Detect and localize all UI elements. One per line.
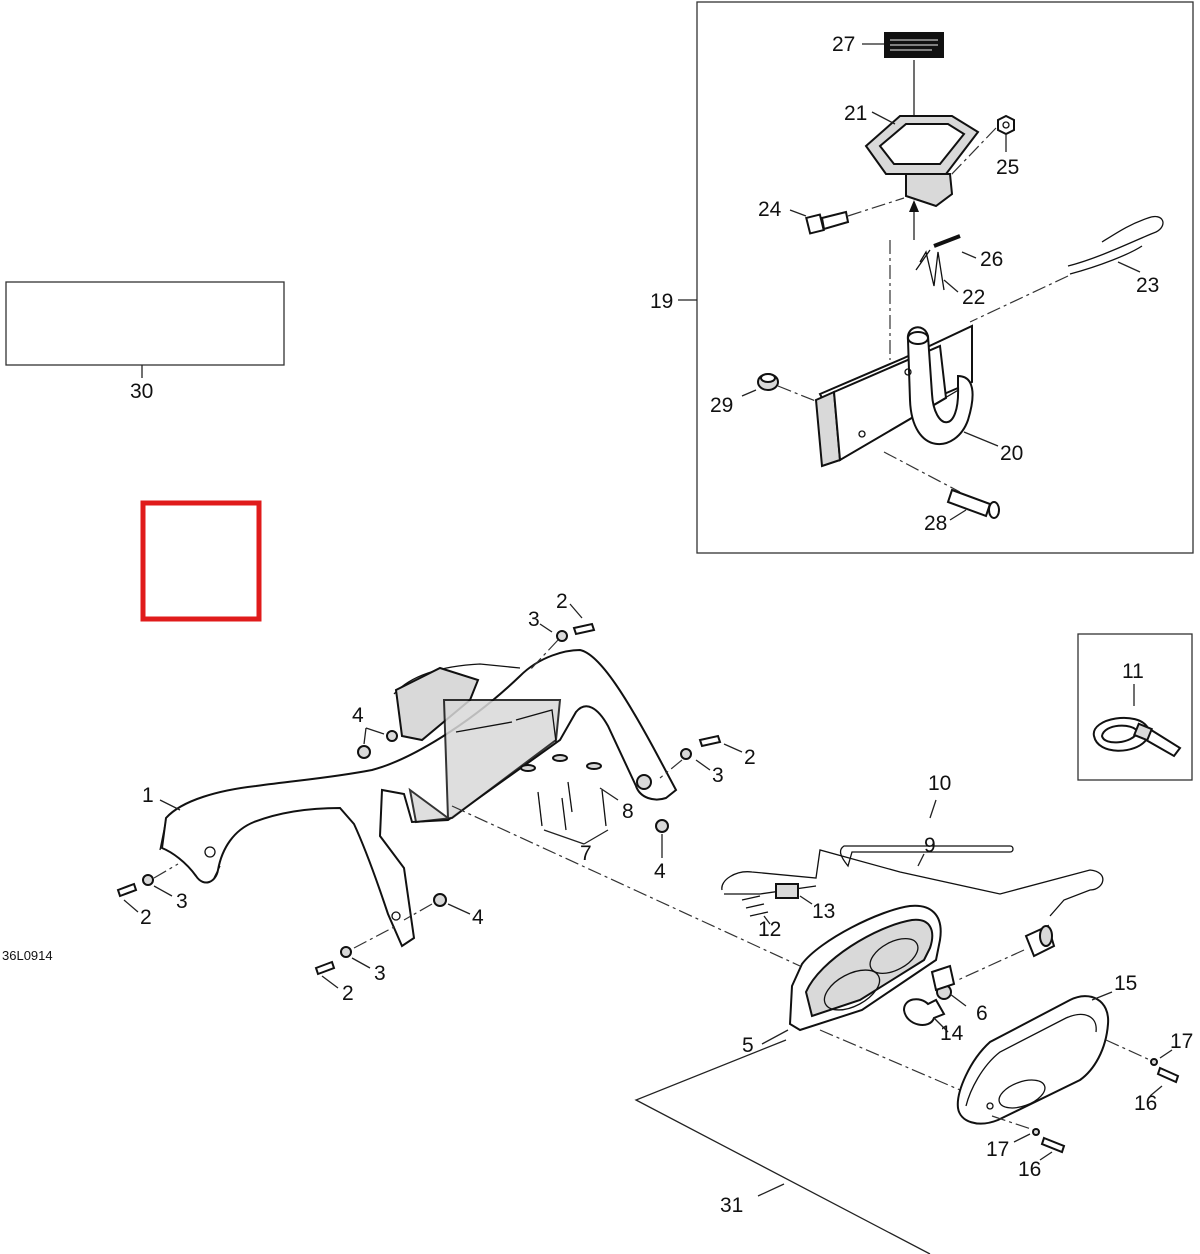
callout-28: 28 xyxy=(924,512,947,535)
hairpin-23 xyxy=(1067,215,1164,275)
callout-4-lower: 4 xyxy=(472,906,484,929)
connector-13 xyxy=(775,883,799,899)
callout-10: 10 xyxy=(928,772,951,795)
hitch-inset-frame xyxy=(696,1,1194,554)
nut-4-lower xyxy=(433,893,447,907)
nut-4-mid xyxy=(655,819,669,833)
callout-22: 22 xyxy=(962,286,985,309)
screws-7 xyxy=(520,754,619,845)
callout-4-top: 4 xyxy=(352,704,364,727)
callout-27: 27 xyxy=(832,33,855,56)
pin-26 xyxy=(933,234,961,248)
callout-30: 30 xyxy=(130,380,153,403)
callout-31: 31 xyxy=(720,1194,743,1217)
callout-25: 25 xyxy=(996,156,1019,179)
callout-3-right: 3 xyxy=(712,764,724,787)
callout-9: 9 xyxy=(924,834,936,857)
part-30-box xyxy=(5,281,285,366)
bulb xyxy=(902,998,946,1026)
nut-4-top xyxy=(357,745,371,759)
spring-22 xyxy=(915,249,945,291)
callout-labels: 27 21 25 24 26 22 23 19 29 20 28 30 2 3 … xyxy=(2,33,1193,1217)
callout-21: 21 xyxy=(844,102,867,125)
callout-7: 7 xyxy=(580,842,592,865)
callout-24: 24 xyxy=(758,198,782,221)
callout-29: 29 xyxy=(710,394,733,417)
callout-15: 15 xyxy=(1114,972,1137,995)
callout-3-top: 3 xyxy=(528,608,540,631)
callout-2-right: 2 xyxy=(744,746,756,769)
washer-17-right xyxy=(1150,1058,1158,1066)
screw-16-right xyxy=(1156,1066,1180,1084)
washer-17-bottom xyxy=(1032,1128,1040,1136)
harness-9 xyxy=(721,849,1104,917)
callout-3-bottom: 3 xyxy=(374,962,386,985)
callout-6: 6 xyxy=(976,1002,988,1025)
connector-12 xyxy=(741,895,769,917)
hitch-inset-group xyxy=(678,1,1194,554)
screw-16-bottom xyxy=(1040,1136,1066,1154)
nut-25 xyxy=(997,114,1015,136)
callout-14: 14 xyxy=(940,1022,964,1045)
callout-17-right: 17 xyxy=(1170,1030,1193,1053)
tail-light-housing-5 xyxy=(788,904,942,1032)
callout-11: 11 xyxy=(1122,660,1144,683)
bolt-2-bottom xyxy=(314,960,336,976)
callout-12: 12 xyxy=(758,918,781,941)
callout-16-right: 16 xyxy=(1134,1092,1157,1115)
tail-light-lens-15 xyxy=(956,995,1110,1125)
callout-23: 23 xyxy=(1136,274,1159,297)
callout-16-bottom: 16 xyxy=(1018,1158,1041,1181)
hitch-body-20 xyxy=(814,324,974,468)
callout-4-mid: 4 xyxy=(654,860,666,883)
callout-8: 8 xyxy=(622,800,634,823)
callout-26: 26 xyxy=(980,248,1003,271)
bolt-2-left xyxy=(116,882,138,898)
assembly-31-bracket xyxy=(634,1039,931,1254)
callout-20: 20 xyxy=(1000,442,1023,465)
cable-tie-inset xyxy=(1077,633,1193,781)
bolt-2-top xyxy=(572,622,596,636)
callout-13: 13 xyxy=(812,900,835,923)
highlight-square xyxy=(140,500,262,622)
callout-1: 1 xyxy=(142,784,154,807)
callout-3-left: 3 xyxy=(176,890,188,913)
rear-frame-1 xyxy=(159,648,678,948)
callout-5: 5 xyxy=(742,1034,754,1057)
pin-28 xyxy=(946,488,992,518)
callout-2-top: 2 xyxy=(556,590,568,613)
callout-2-left: 2 xyxy=(140,906,152,929)
bolt-2-right xyxy=(698,734,722,748)
wire-10 xyxy=(839,845,1014,868)
callout-2-bottom: 2 xyxy=(342,982,354,1005)
diagram-code: 36L0914 xyxy=(2,948,53,963)
callout-17-bottom: 17 xyxy=(986,1138,1009,1161)
callout-19: 19 xyxy=(650,290,673,313)
